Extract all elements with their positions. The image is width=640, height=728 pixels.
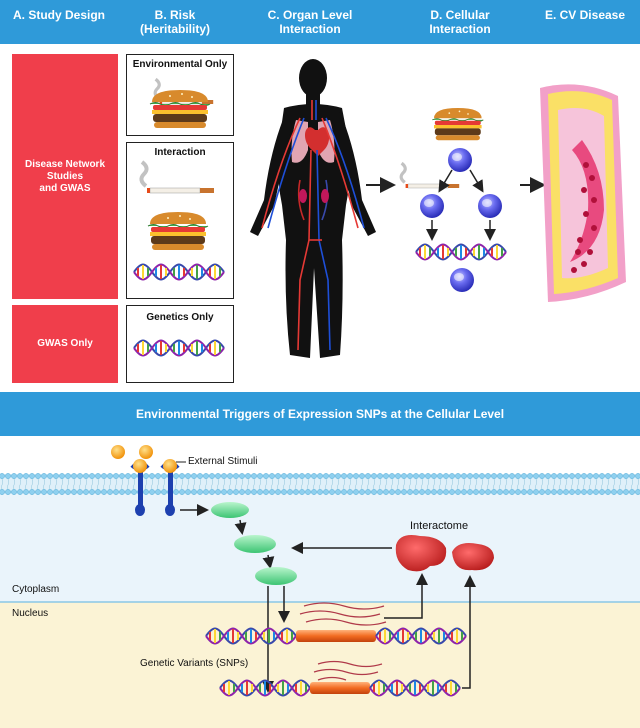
heart-icon [304, 127, 330, 156]
section-banner: Environmental Triggers of Expression SNP… [0, 392, 640, 436]
dna-helix-icon [219, 679, 311, 697]
dna-helix-icon [205, 627, 297, 645]
dna-helix-icon [133, 339, 225, 357]
column-header-cellular: D. Cellular Interaction [429, 8, 491, 36]
arrow-gene2-to-interactome [462, 575, 476, 689]
cell-membrane [0, 473, 640, 495]
nucleus-label: Nucleus [12, 608, 49, 619]
signal-protein-icon [234, 535, 276, 553]
cell-icon [448, 148, 472, 172]
study-design-network-gwas: Disease Network Studies and GWAS [12, 54, 118, 299]
interactome-label: Interactome [410, 520, 469, 532]
arrow-signal-step-1 [234, 519, 247, 535]
human-body-icon [250, 59, 376, 358]
column-header-risk: B. Risk (Heritability) [139, 8, 210, 36]
arrow-cell-split-left [438, 169, 453, 193]
burger-icon [147, 211, 209, 251]
blood-vessels [261, 100, 365, 351]
arrow-gene1-to-interactome [384, 573, 428, 619]
external-stimulus-icon [111, 445, 177, 473]
mrna-icon [313, 660, 383, 681]
column-header-cv-disease: E. CV Disease [544, 8, 626, 22]
gene-bar-icon [310, 682, 370, 694]
risk-genetics-only-label: Genetics Only [146, 312, 214, 323]
cytoplasm-region [0, 492, 640, 602]
dna-helix-icon [369, 679, 461, 697]
artery-plaque-icon [540, 84, 626, 302]
external-stimuli-label: External Stimuli [188, 456, 258, 467]
header-bar [0, 0, 640, 44]
protein-blob-icon [452, 543, 494, 571]
arrow-signal-step-2 [262, 554, 275, 569]
column-header-study-design: A. Study Design [12, 8, 105, 22]
dna-helix-icon [375, 627, 467, 645]
cytoplasm-label: Cytoplasm [12, 584, 60, 595]
risk-environmental-only-label: Environmental Only [132, 59, 228, 70]
genetic-variants-label: Genetic Variants (SNPs) [140, 658, 249, 669]
dna-helix-icon [415, 243, 507, 261]
cell-icon [478, 194, 502, 218]
kidney-icon [299, 189, 329, 203]
banner-title: Environmental Triggers of Expression SNP… [135, 407, 505, 421]
signal-protein-icon [211, 502, 249, 518]
cell-icon [450, 268, 474, 292]
cigarette-icon [139, 160, 216, 195]
protein-blob-icon [395, 535, 447, 572]
burger-icon [431, 107, 484, 141]
gene-bar-icon [296, 630, 376, 642]
arrow-cell-split-right [469, 169, 484, 193]
cell-icon [420, 194, 444, 218]
study-design-gwas-only: GWAS Only [12, 305, 118, 383]
burger-icon [149, 89, 211, 129]
column-header-organ-level: C. Organ Level Interaction [267, 8, 353, 36]
signal-protein-icon [255, 567, 297, 585]
mrna-icon [299, 602, 387, 626]
risk-interaction-label: Interaction [154, 147, 206, 158]
dna-helix-icon [133, 263, 225, 281]
nucleus-region [0, 602, 640, 728]
